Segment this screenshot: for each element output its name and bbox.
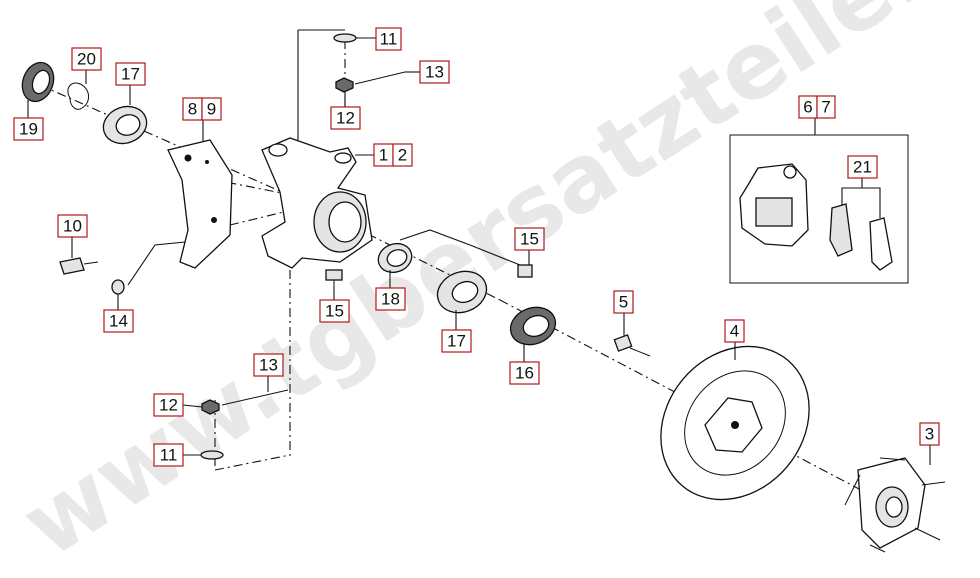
part-10-bleeder-screw <box>59 257 99 275</box>
callout-label: 10 <box>63 217 82 236</box>
callout-17-right: 17 <box>441 329 472 353</box>
part-11-washer-bottom <box>200 450 224 460</box>
part-15-bolt-left <box>325 269 343 286</box>
callout-label: 6 <box>803 98 812 117</box>
part-3-wheel-hub <box>844 457 946 553</box>
part-4-brake-disc <box>660 345 810 501</box>
watermark-text: www.tgbersatzteile.de <box>4 0 980 578</box>
part-13-bolt-top <box>354 71 406 85</box>
callout-6: 6 <box>798 95 818 119</box>
callout-5: 5 <box>613 290 634 314</box>
callout-13-bottom: 13 <box>253 353 284 377</box>
callout-8: 8 <box>182 97 203 121</box>
callout-label: 4 <box>730 322 739 341</box>
callout-19: 19 <box>13 117 44 141</box>
callout-14: 14 <box>103 309 134 333</box>
part-12-nut-top <box>335 77 354 93</box>
callout-label: 7 <box>821 98 830 117</box>
callout-1: 1 <box>373 143 394 167</box>
callout-13-top: 13 <box>419 60 450 84</box>
callout-label: 16 <box>515 364 534 383</box>
callout-label: 12 <box>336 109 355 128</box>
watermark: www.tgbersatzteile.de <box>4 0 980 578</box>
callout-label: 13 <box>259 356 278 375</box>
callout-label: 14 <box>109 312 128 331</box>
callout-label: 8 <box>188 100 197 119</box>
callout-18: 18 <box>375 287 406 311</box>
part-5-disc-bolt <box>613 334 651 357</box>
callout-15-right: 15 <box>514 227 545 251</box>
part-17-bearing-left <box>102 105 148 145</box>
callout-label: 13 <box>425 63 444 82</box>
part-8-9-caliper-bracket <box>167 139 233 269</box>
leader-lines <box>27 29 931 465</box>
callout-10: 10 <box>57 214 88 238</box>
callout-17-left: 17 <box>115 62 146 86</box>
callout-label: 3 <box>925 425 934 444</box>
part-20-circlip <box>67 82 89 110</box>
callout-label: 1 <box>379 146 388 165</box>
callout-4: 4 <box>724 319 745 343</box>
callout-label: 15 <box>325 302 344 321</box>
callout-label: 11 <box>380 30 398 49</box>
part-6-7-brake-caliper <box>739 163 809 247</box>
callout-label: 5 <box>619 293 628 312</box>
callout-12-bottom: 12 <box>153 393 184 417</box>
caliper-group-frame <box>729 134 909 284</box>
part-18-spacer <box>377 242 413 274</box>
callout-label: 17 <box>447 332 466 351</box>
callout-11-bottom: 11 <box>153 443 184 467</box>
callout-7: 7 <box>816 95 836 119</box>
part-15-bolt-right <box>517 264 533 278</box>
part-17-bearing-right <box>436 270 488 314</box>
callout-12-top: 12 <box>330 106 361 130</box>
callout-21: 21 <box>847 155 878 179</box>
callout-16: 16 <box>509 361 540 385</box>
callout-9: 9 <box>201 97 222 121</box>
callout-label: 18 <box>381 290 400 309</box>
callout-label: 19 <box>19 120 38 139</box>
part-13-bolt-bottom <box>221 389 289 406</box>
part-19-oil-seal <box>21 61 55 103</box>
callout-label: 2 <box>398 146 407 165</box>
part-12-nut-bottom <box>201 399 220 415</box>
callout-20: 20 <box>71 47 102 71</box>
callout-label: 9 <box>207 100 216 119</box>
part-21-brake-pads <box>829 203 893 271</box>
part-1-2-steering-knuckle <box>261 137 373 269</box>
part-14-washer <box>111 279 125 295</box>
callout-label: 11 <box>160 446 178 465</box>
part-11-washer-top <box>333 33 357 43</box>
callout-2: 2 <box>392 143 413 167</box>
callout-label: 20 <box>77 50 96 69</box>
part-16-oil-seal <box>509 306 557 346</box>
callout-3: 3 <box>919 422 940 446</box>
callout-15-left: 15 <box>319 299 350 323</box>
callout-label: 12 <box>159 396 178 415</box>
callout-label: 15 <box>520 230 539 249</box>
callout-label: 21 <box>853 158 872 177</box>
callout-label: 17 <box>121 65 140 84</box>
callout-11-top: 11 <box>375 27 402 51</box>
callouts: 11 13 12 1 2 20 17 19 <box>13 27 940 467</box>
